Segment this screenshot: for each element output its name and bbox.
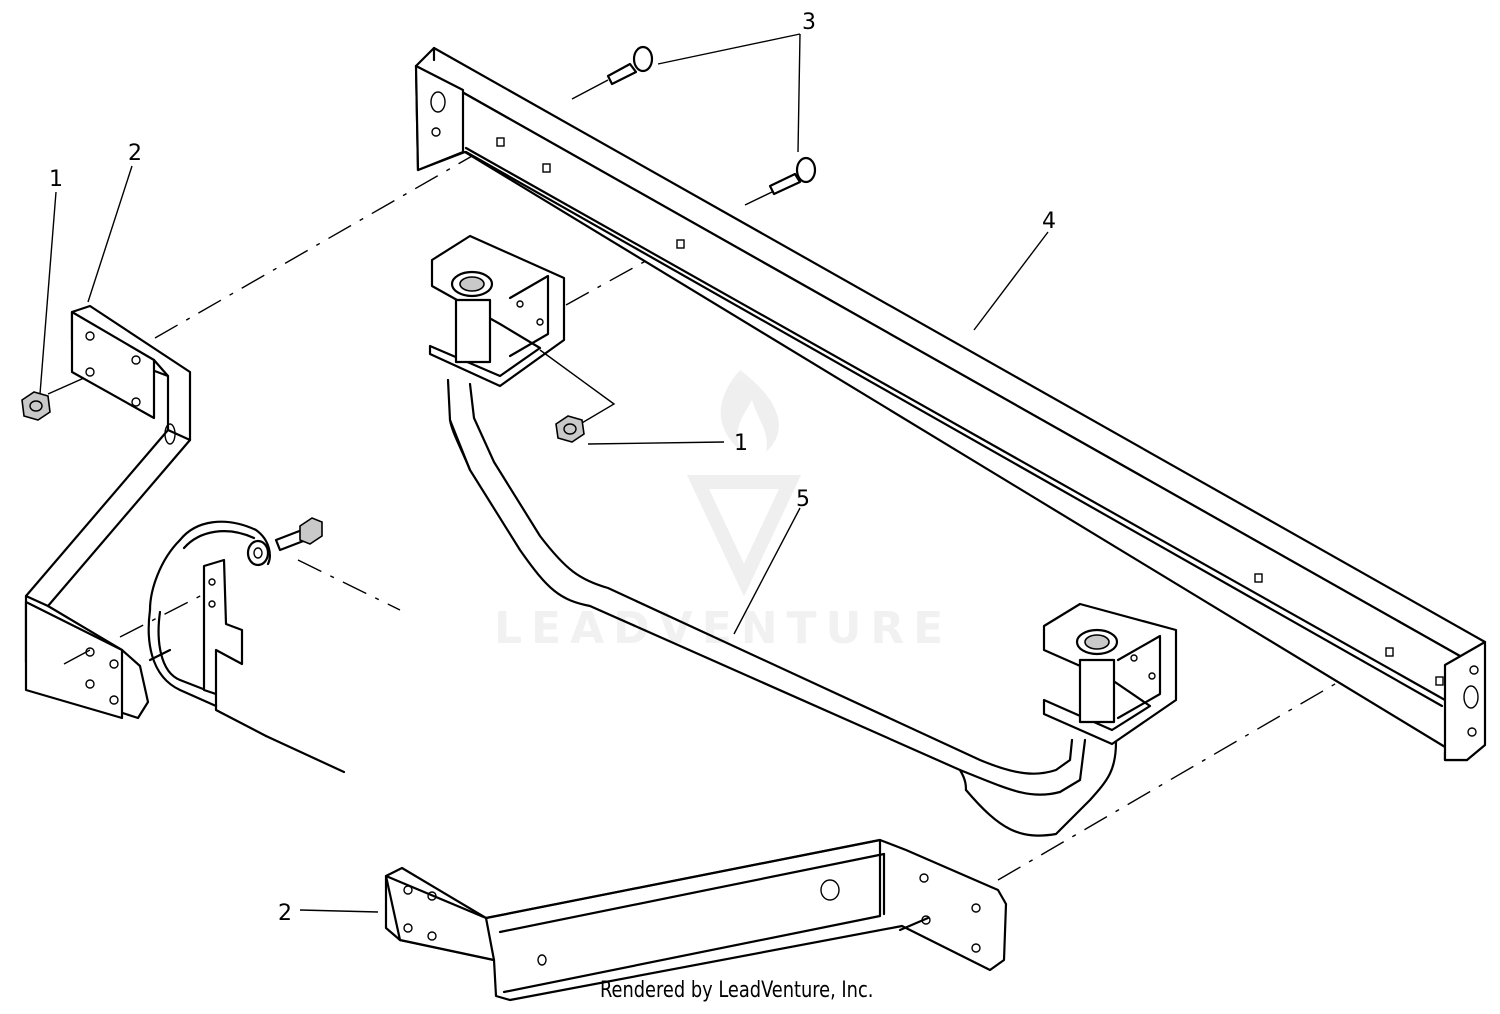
hex-bolt-clamp	[246, 517, 323, 567]
callout-4: 4	[1042, 209, 1056, 234]
front-bar	[414, 46, 1487, 762]
callout-1-upper: 1	[49, 167, 63, 192]
callout-3: 3	[802, 10, 816, 35]
callout-2-upper: 2	[128, 141, 142, 166]
hex-nut-left	[21, 391, 51, 421]
watermark-text: LEADVENTURE	[494, 603, 952, 654]
bracket-upper-pin-line	[63, 649, 91, 665]
side-bracket-upper	[24, 304, 192, 720]
side-bracket-lower	[384, 838, 1008, 1002]
tube-bumper	[446, 378, 1118, 837]
callout-5: 5	[796, 487, 810, 512]
hex-nut-center	[555, 415, 585, 443]
carriage-bolt-lower	[768, 156, 817, 196]
callout-leaders	[39, 33, 1049, 913]
callout-2-lower: 2	[278, 901, 292, 926]
muffler-canister	[147, 520, 346, 774]
bumper-mount-right	[1042, 602, 1178, 746]
nut-left-leader	[47, 377, 85, 395]
bumper-mount-left	[428, 234, 566, 388]
carriage-bolt-upper	[606, 45, 654, 86]
nut-center-leader	[539, 349, 616, 431]
render-credit: Rendered by LeadVenture, Inc.	[600, 978, 874, 1003]
callout-1-center: 1	[734, 431, 748, 456]
watermark-logo: LEADVENTURE	[494, 370, 952, 654]
